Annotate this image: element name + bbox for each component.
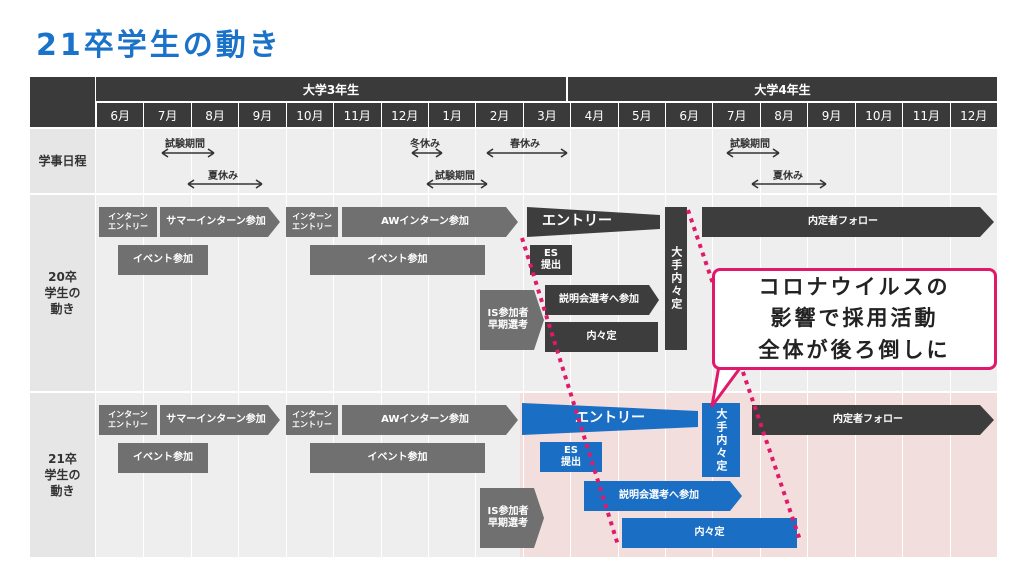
covid-callout: コロナウイルスの 影響で採用活動 全体が後ろ倒しに — [712, 268, 997, 370]
winter-break-label: 冬休み — [410, 139, 440, 150]
summer-break-arrow-1 — [187, 179, 263, 189]
g20-naitei: 内々定 — [545, 322, 658, 352]
g21-intern-entry-1: インターン エントリー — [99, 405, 157, 435]
spring-break-arrow — [486, 148, 568, 158]
year-header-3: 大学3年生 — [96, 77, 566, 101]
month-header: 7月 — [712, 103, 760, 127]
g20-follow-label: 内定者フォロー — [808, 215, 878, 227]
spring-break-label: 春休み — [510, 139, 540, 150]
month-header: 8月 — [759, 103, 808, 127]
g20-aw-intern-label: AWインターン参加 — [381, 215, 469, 227]
exam-period-label-1: 試験期間 — [165, 139, 205, 150]
grid-line — [190, 129, 192, 557]
winter-break-arrow — [411, 148, 443, 158]
grid-line — [475, 129, 477, 557]
month-header: 5月 — [617, 103, 666, 127]
grid-line — [238, 129, 240, 557]
row-label-grad20: 20卒 学生の 動き — [30, 195, 95, 391]
row-label-grad21: 21卒 学生の 動き — [30, 393, 95, 557]
g20-entry-shape — [527, 207, 660, 237]
g21-intern-entry-2: インターン エントリー — [286, 405, 338, 435]
exam-period-label-3: 試験期間 — [730, 139, 770, 150]
g20-event-2: イベント参加 — [310, 245, 485, 275]
month-header: 9月 — [238, 103, 286, 127]
g21-follow-shape — [752, 405, 994, 435]
g20-follow-shape — [702, 207, 994, 237]
month-header: 1月 — [427, 103, 476, 127]
g21-seminar-label: 説明会選考へ参加 — [619, 489, 699, 501]
grid-line — [427, 129, 429, 557]
month-header: 7月 — [143, 103, 191, 127]
g21-naitei: 内々定 — [622, 518, 797, 548]
g20-entry-label: エントリー — [542, 213, 612, 230]
g21-summer-intern-label: サマーインターン参加 — [166, 413, 266, 425]
page-title: 21卒学生の動き — [36, 28, 282, 63]
g21-event-1: イベント参加 — [118, 443, 208, 473]
month-header: 11月 — [333, 103, 381, 127]
row-label-schedule: 学事日程 — [30, 129, 95, 193]
exam-period-arrow-3 — [726, 148, 780, 158]
g21-event-2: イベント参加 — [310, 443, 485, 473]
exam-period-arrow-2 — [426, 179, 488, 189]
year-header-4: 大学4年生 — [568, 77, 997, 101]
grid-line — [333, 129, 335, 557]
month-header: 12月 — [380, 103, 428, 127]
g21-is-label: IS参加者 早期選考 — [487, 505, 529, 530]
grid-line — [380, 129, 382, 557]
grid-line — [143, 129, 145, 557]
month-header: 2月 — [475, 103, 523, 127]
g21-entry-shape — [522, 403, 698, 435]
g21-aw-intern-label: AWインターン参加 — [381, 413, 469, 425]
exam-period-label-2: 試験期間 — [435, 171, 475, 182]
g21-aw-intern-arrow — [342, 405, 518, 435]
g21-summer-intern-arrow — [160, 405, 280, 435]
g20-es-submit: ES 提出 — [530, 245, 572, 275]
g20-big-naitei: 大手内々定 — [665, 207, 687, 350]
exam-period-arrow-1 — [161, 148, 215, 158]
g20-seminar-label: 説明会選考へ参加 — [559, 293, 639, 305]
g20-intern-entry-1: インターン エントリー — [99, 207, 157, 237]
g20-summer-intern-label: サマーインターン参加 — [166, 215, 266, 227]
g20-summer-intern-arrow — [160, 207, 280, 237]
month-header: 12月 — [949, 103, 997, 127]
summer-break-label-2: 夏休み — [773, 171, 803, 182]
month-header: 8月 — [190, 103, 239, 127]
summer-break-arrow-2 — [751, 179, 827, 189]
month-header: 4月 — [570, 103, 618, 127]
month-header: 10月 — [285, 103, 334, 127]
g21-big-naitei: 大手内々定 — [702, 403, 740, 477]
schedule-area — [96, 129, 997, 193]
g20-intern-entry-2: インターン エントリー — [286, 207, 338, 237]
month-header: 3月 — [522, 103, 571, 127]
g21-is-shape — [480, 488, 544, 548]
month-header: 10月 — [854, 103, 903, 127]
header-corner — [30, 77, 95, 127]
g20-event-1: イベント参加 — [118, 245, 208, 275]
month-header: 9月 — [807, 103, 855, 127]
g20-is-shape — [480, 290, 544, 350]
g21-follow-label: 内定者フォロー — [833, 413, 903, 425]
g20-aw-intern-arrow — [342, 207, 518, 237]
g21-es-submit: ES 提出 — [540, 442, 602, 472]
month-header: 11月 — [902, 103, 950, 127]
month-header: 6月 — [665, 103, 713, 127]
summer-break-label-1: 夏休み — [208, 171, 238, 182]
g21-seminar-shape — [584, 481, 742, 511]
month-header: 6月 — [96, 103, 144, 127]
g20-is-label: IS参加者 早期選考 — [487, 307, 529, 332]
g21-entry-label: エントリー — [575, 410, 645, 427]
g20-seminar-shape — [545, 285, 659, 315]
grid-line — [285, 129, 287, 557]
